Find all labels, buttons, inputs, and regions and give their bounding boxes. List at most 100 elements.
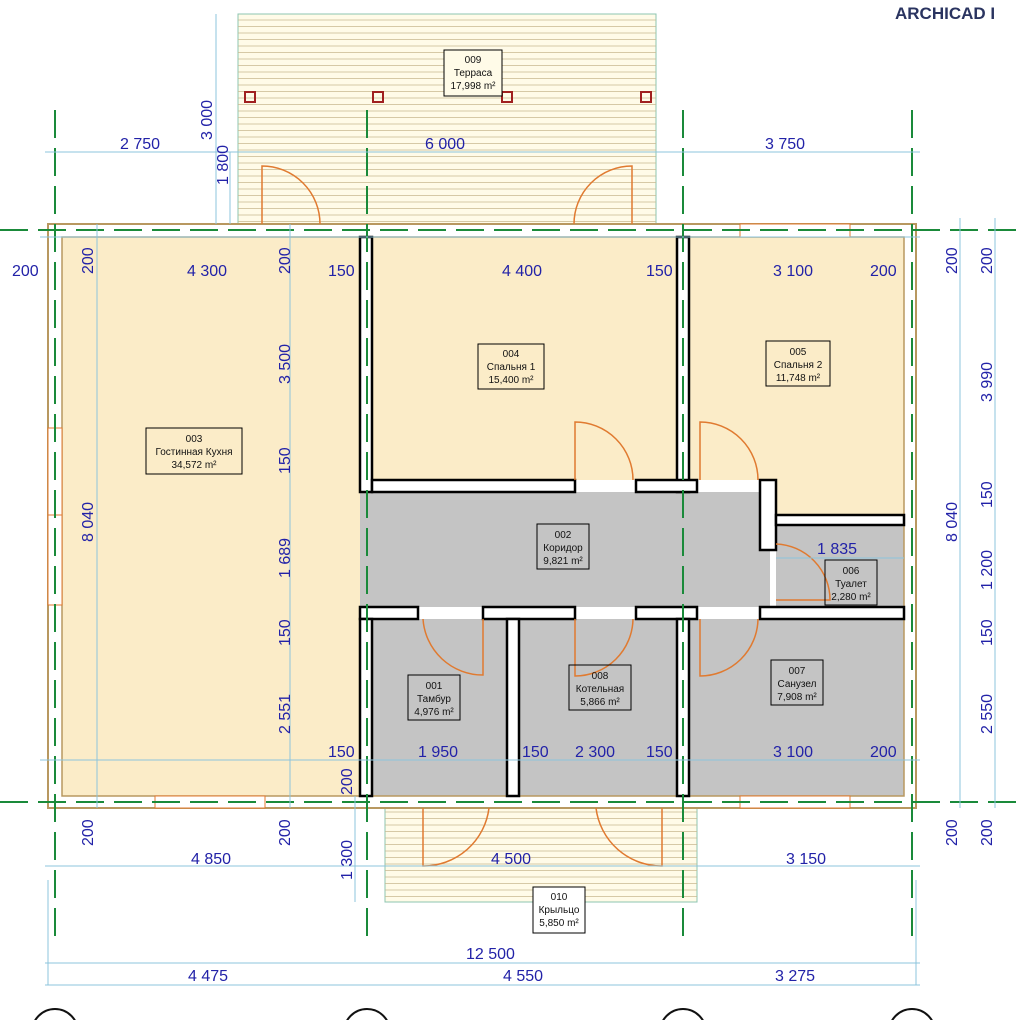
floor-service (372, 619, 904, 796)
svg-text:Гостинная Кухня: Гостинная Кухня (155, 447, 232, 458)
dim-label: 200 (979, 247, 996, 274)
dim-label: 12 500 (466, 946, 515, 963)
door-bathroom[interactable] (699, 618, 759, 677)
dim-label: 1 689 (277, 538, 294, 578)
door-toilet[interactable] (775, 543, 831, 601)
porch (384, 796, 698, 903)
svg-text:7,908 m²: 7,908 m² (777, 692, 817, 703)
svg-text:17,998 m²: 17,998 m² (450, 81, 496, 92)
svg-text:009: 009 (465, 55, 482, 66)
floor-toilet (776, 525, 904, 607)
dim-label: 150 (328, 744, 355, 761)
dim-label: 2 550 (979, 694, 996, 734)
dim-label: 2 300 (575, 744, 615, 761)
svg-text:9,821 m²: 9,821 m² (543, 556, 583, 567)
axis-marker-a (34, 1008, 76, 1020)
dim-label: 3 990 (979, 362, 996, 402)
axis-marker-g (891, 1008, 933, 1020)
svg-text:Коридор: Коридор (543, 543, 583, 554)
dim-label: 150 (979, 619, 996, 646)
dim-label: 3 100 (773, 263, 813, 280)
column-icon (244, 91, 256, 103)
floor-corridor (360, 492, 770, 607)
dim-label: 200 (944, 247, 961, 274)
axis-markers (34, 1008, 933, 1020)
column-icon (501, 91, 513, 103)
window (739, 223, 851, 238)
door-bedroom-1[interactable] (574, 421, 634, 481)
dim-label: 1 800 (215, 145, 232, 185)
dim-label: 1 300 (339, 840, 356, 880)
dim-label: 3 275 (775, 968, 815, 985)
column-icon (372, 91, 384, 103)
svg-text:010: 010 (551, 892, 568, 903)
door-vestibule[interactable] (422, 618, 484, 676)
grid-axes (0, 110, 1022, 940)
svg-text:007: 007 (789, 666, 806, 677)
dim-label: 4 400 (502, 263, 542, 280)
dim-label: 4 300 (187, 263, 227, 280)
dim-label: 4 850 (191, 851, 231, 868)
axis-label: В (674, 1016, 691, 1020)
svg-text:Спальня 2: Спальня 2 (774, 360, 823, 371)
dim-label: 200 (277, 819, 294, 846)
svg-text:Тамбур: Тамбур (417, 693, 451, 705)
svg-text:002: 002 (555, 530, 572, 541)
floor-bedroom-2 (689, 237, 904, 480)
dim-label: 200 (870, 263, 897, 280)
dim-label: 3 000 (199, 100, 216, 140)
dim-label: 150 (277, 619, 294, 646)
svg-text:003: 003 (186, 434, 203, 445)
axis-marker-v (662, 1008, 704, 1020)
door-bedroom-2[interactable] (699, 421, 759, 481)
dim-label: 150 (277, 447, 294, 474)
svg-text:004: 004 (503, 349, 520, 360)
svg-text:001: 001 (426, 681, 443, 692)
axis-label: Г (905, 1016, 919, 1020)
dim-label: 1 200 (979, 550, 996, 590)
dim-label: 4 500 (491, 851, 531, 868)
floor-living (62, 237, 360, 796)
dim-label: 150 (646, 263, 673, 280)
svg-text:4,976 m²: 4,976 m² (414, 707, 454, 718)
dim-label: 150 (979, 481, 996, 508)
dim-label: 4 550 (503, 968, 543, 985)
dim-label: 3 750 (765, 136, 805, 153)
door-terrace-2[interactable] (573, 165, 633, 225)
dim-label: 200 (979, 819, 996, 846)
terrace (237, 13, 657, 225)
dim-label: 6 000 (425, 136, 465, 153)
dim-label: 200 (944, 819, 961, 846)
dim-label: 200 (12, 263, 39, 280)
door-boiler[interactable] (574, 618, 634, 677)
floor-bedroom-1 (372, 237, 677, 480)
room-label-004: 004 Спальня 1 15,400 m² (477, 343, 545, 390)
svg-text:Туалет: Туалет (835, 579, 867, 590)
dim-label: 2 750 (120, 136, 160, 153)
archicad-watermark: ARCHICAD I (895, 4, 996, 23)
dim-label: 3 500 (277, 344, 294, 384)
door-terrace-1[interactable] (261, 165, 321, 225)
svg-text:15,400 m²: 15,400 m² (488, 375, 534, 386)
window (739, 795, 851, 809)
svg-text:005: 005 (790, 347, 807, 358)
column-icon (640, 91, 652, 103)
svg-text:Спальня 1: Спальня 1 (487, 362, 536, 373)
dim-label: 8 040 (80, 502, 97, 542)
svg-text:2,280 m²: 2,280 m² (831, 592, 871, 603)
svg-text:Терраса: Терраса (454, 68, 493, 79)
dim-label: 200 (277, 247, 294, 274)
dim-label: 1 950 (418, 744, 458, 761)
dim-label: 200 (80, 247, 97, 274)
dim-label: 200 (870, 744, 897, 761)
dim-label: 150 (646, 744, 673, 761)
dim-label: 200 (80, 819, 97, 846)
svg-text:Котельная: Котельная (576, 684, 624, 695)
svg-text:11,748 m²: 11,748 m² (776, 373, 821, 384)
dim-label: 150 (328, 263, 355, 280)
